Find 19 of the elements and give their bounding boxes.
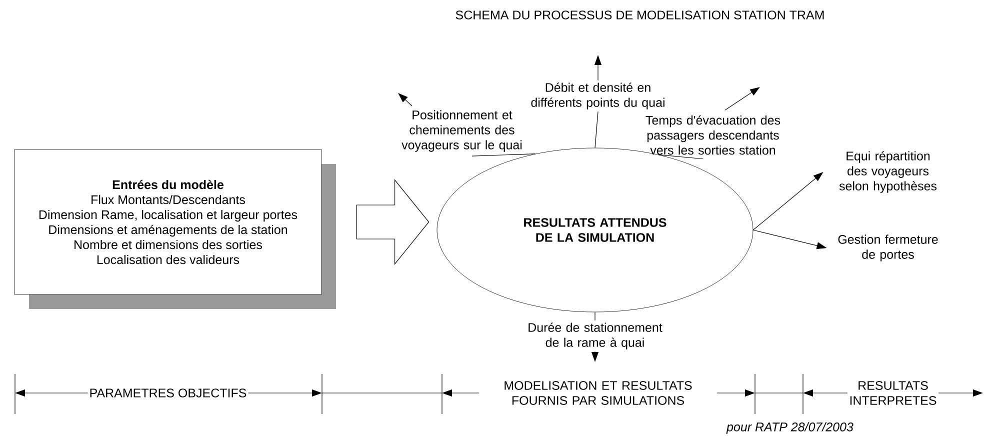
block-arrow: [356, 179, 430, 265]
timeline-label: MODELISATION ET RESULTATS FOURNIS PAR SIMULATIONS: [479, 380, 717, 406]
input-box: Entrées du modèle Flux Montants/Descendants Dimension Rame, localisation et largeur portes Dimensions et aménagements de la station Nombre et dimensions des sorties Localisation des valideurs: [14, 149, 336, 309]
source-note: pour RATP 28/07/2003: [726, 422, 854, 434]
arrow: [724, 87, 760, 110]
leader-line: [594, 312, 596, 321]
output-text: Temps d'évacuation des passagers descendants vers les sorties station: [646, 115, 780, 155]
leader-line: [594, 111, 598, 148]
output-text: Gestion fermeture de portes: [838, 234, 938, 262]
timeline-label: RESULTATS INTERPRETES: [848, 380, 938, 406]
title: SCHEMA DU PROCESSUS DE MODELISATION STATION TRAM: [456, 10, 824, 20]
output-text: Durée de stationnement de la rame à quai: [528, 322, 662, 350]
output-text: Positionnement et cheminements des voyageurs sur le quai: [402, 110, 522, 152]
timeline-label: PARAMETRES OBJECTIFS: [88, 387, 248, 399]
leader-line: [658, 154, 704, 160]
output-text: Débit et densité en différents points du quai: [531, 82, 664, 110]
arrow: [398, 93, 412, 106]
leader-line: [472, 154, 536, 156]
output-text: Equi répartition des voyageurs selon hypothèses: [839, 151, 937, 193]
